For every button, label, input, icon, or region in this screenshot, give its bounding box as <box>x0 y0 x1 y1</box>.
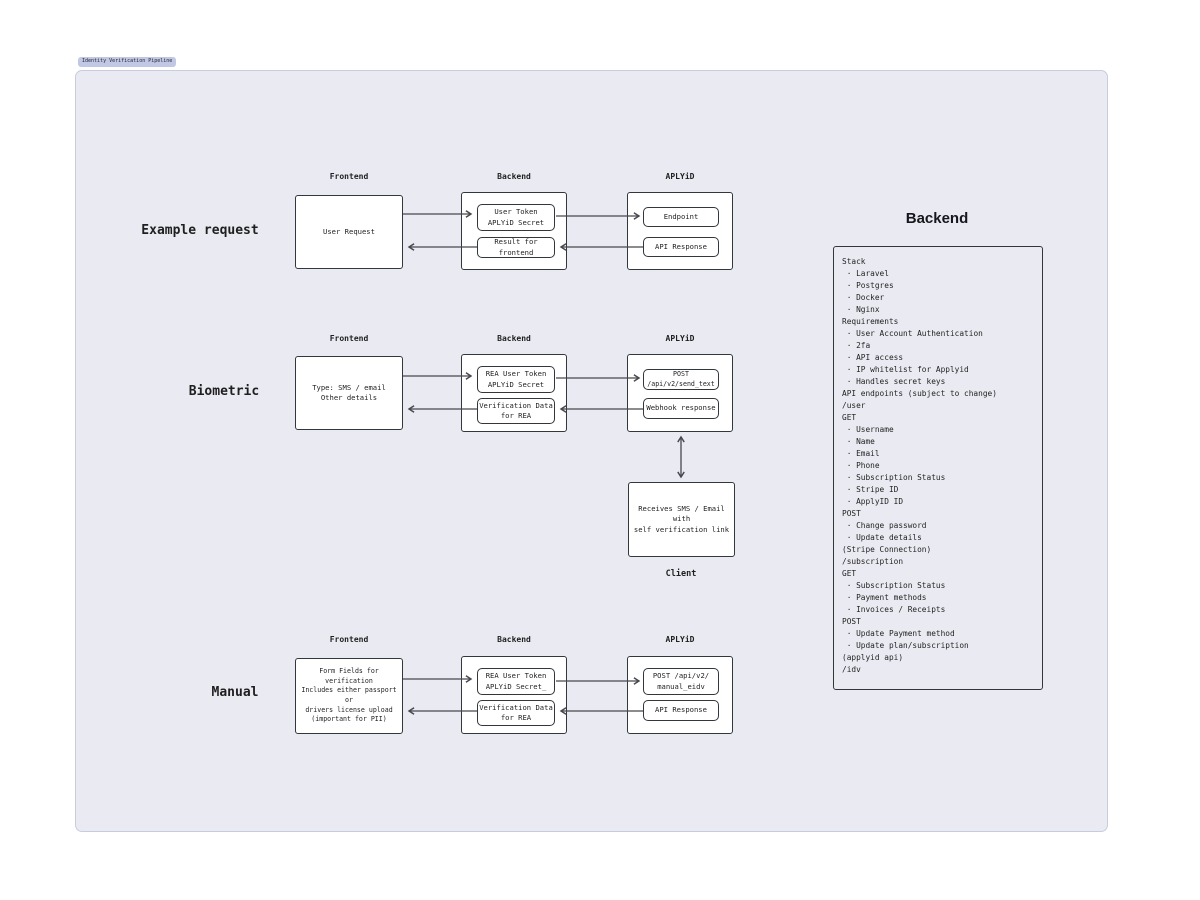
text-line: /subscription <box>842 557 904 566</box>
text-line: GET <box>842 413 857 422</box>
text-line: /idv <box>842 665 861 674</box>
column-header-aplyid[interactable]: APLYiD <box>665 635 695 644</box>
text-line: · Payment methods <box>842 593 927 602</box>
text-line: · Invoices / Receipts <box>842 605 946 614</box>
row-label-biometric[interactable]: Biometric <box>188 384 260 399</box>
aplyid-box-webhook-response[interactable]: Webhook response <box>643 398 719 419</box>
text-line: · Laravel <box>842 269 889 278</box>
client-label[interactable]: Client <box>665 569 697 579</box>
client-box-receives-sms[interactable]: Receives SMS / Email with self verificat… <box>628 482 735 557</box>
aplyid-group-box[interactable] <box>627 192 733 270</box>
text-line: /user <box>842 401 866 410</box>
text-line: (applyid api) <box>842 653 904 662</box>
text-line: · Email <box>842 449 880 458</box>
frontend-box-type-sms-email[interactable]: Type: SMS / email Other details <box>295 356 403 430</box>
frame-background[interactable] <box>75 70 1108 832</box>
backend-panel-title[interactable]: Backend <box>905 210 969 227</box>
text-line: · Stripe ID <box>842 485 899 494</box>
row-label-example-request[interactable]: Example request <box>141 223 259 238</box>
aplyid-group-box[interactable] <box>627 354 733 432</box>
text-line: · Change password <box>842 521 927 530</box>
backend-panel-box[interactable]: Stack · Laravel · Postgres · Docker · Ng… <box>833 246 1043 690</box>
backend-box-verification-data[interactable]: Verification Data for REA <box>477 700 555 726</box>
backend-box-rea-user-token[interactable]: REA User Token APLYiD Secret_ <box>477 668 555 695</box>
text-line: (Stripe Connection) <box>842 545 932 554</box>
text-line: · Handles secret keys <box>842 377 946 386</box>
text-line: · Nginx <box>842 305 880 314</box>
column-header-frontend[interactable]: Frontend <box>329 172 369 181</box>
text-line: · Docker <box>842 293 885 302</box>
text-line: Requirements <box>842 317 899 326</box>
aplyid-box-api-response[interactable]: API Response <box>643 237 719 257</box>
column-header-aplyid[interactable]: APLYiD <box>665 172 695 181</box>
text-line: · User Account Authentication <box>842 329 983 338</box>
backend-box-user-token[interactable]: User Token APLYiD Secret <box>477 204 555 231</box>
text-line: API endpoints (subject to change) <box>842 389 997 398</box>
text-line: · Username <box>842 425 894 434</box>
text-line: · Subscription Status <box>842 473 946 482</box>
text-line: Stack <box>842 257 866 266</box>
text-line: · Subscription Status <box>842 581 946 590</box>
text-line: POST <box>842 509 861 518</box>
text-line: · Update details <box>842 533 922 542</box>
backend-box-verification-data[interactable]: Verification Data for REA <box>477 398 555 424</box>
backend-box-rea-user-token[interactable]: REA User Token APLYiD Secret <box>477 366 555 393</box>
text-line: · API access <box>842 353 904 362</box>
column-header-aplyid[interactable]: APLYiD <box>665 334 695 343</box>
column-header-backend[interactable]: Backend <box>497 334 531 343</box>
aplyid-box-api-response[interactable]: API Response <box>643 700 719 721</box>
column-header-frontend[interactable]: Frontend <box>329 635 369 644</box>
text-line: · Update Payment method <box>842 629 955 638</box>
frontend-box-form-fields[interactable]: Form Fields for verification Includes ei… <box>295 658 403 734</box>
aplyid-box-post-manual-eidv[interactable]: POST /api/v2/ manual_eidv <box>643 668 719 695</box>
aplyid-box-endpoint[interactable]: Endpoint <box>643 207 719 227</box>
row-label-manual[interactable]: Manual <box>211 685 259 700</box>
text-line: · 2fa <box>842 341 871 350</box>
text-line: POST <box>842 617 861 626</box>
text-line: GET <box>842 569 857 578</box>
column-header-backend[interactable]: Backend <box>497 172 531 181</box>
frontend-box-user-request[interactable]: User Request <box>295 195 403 269</box>
text-line: · ApplyID ID <box>842 497 904 506</box>
text-line: · Name <box>842 437 875 446</box>
text-line: · IP whitelist for Applyid <box>842 365 969 374</box>
text-line: · Postgres <box>842 281 894 290</box>
column-header-frontend[interactable]: Frontend <box>329 334 369 343</box>
text-line: · Phone <box>842 461 880 470</box>
aplyid-box-post-send-text[interactable]: POST /api/v2/send_text <box>643 369 719 390</box>
backend-box-result-for-frontend[interactable]: Result for frontend <box>477 237 555 258</box>
text-line: · Update plan/subscription <box>842 641 969 650</box>
column-header-backend[interactable]: Backend <box>497 635 531 644</box>
frame-tab[interactable]: Identity Verification Pipeline <box>78 57 177 67</box>
